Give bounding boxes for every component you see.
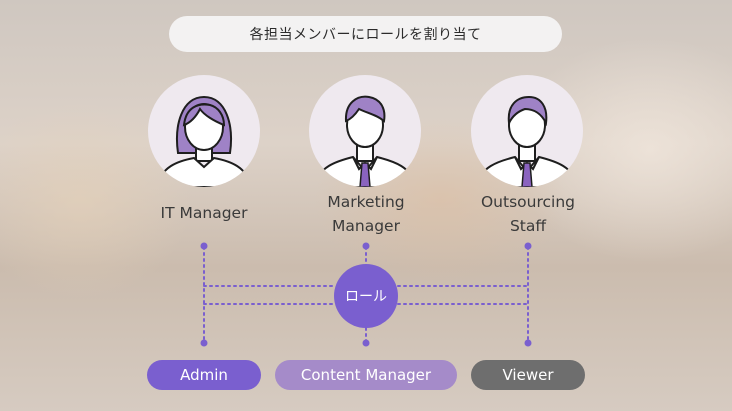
- connector-dot: [362, 242, 370, 250]
- connector-dot: [200, 339, 208, 347]
- title-text: 各担当メンバーにロールを割り当て: [249, 27, 482, 43]
- title-banner: 各担当メンバーにロールを割り当て: [169, 16, 562, 52]
- member-label-line1: Marketing: [327, 193, 405, 211]
- role-content-manager-pill: Content Manager: [275, 360, 457, 390]
- avatar-it-manager: [148, 75, 260, 187]
- role-admin-label: Admin: [180, 366, 228, 384]
- member-label-line2: Manager: [332, 217, 400, 235]
- member-label-marketing-manager: Marketing Manager: [286, 190, 446, 238]
- male-user-with-tie-icon: [471, 75, 583, 187]
- role-viewer-label: Viewer: [502, 366, 554, 384]
- role-admin-pill: Admin: [147, 360, 261, 390]
- male-user-with-tie-icon: [309, 75, 421, 187]
- connector-dot: [524, 339, 532, 347]
- female-user-icon: [148, 75, 260, 187]
- member-label-it-manager: IT Manager: [124, 201, 284, 225]
- connector-dot: [524, 242, 532, 250]
- avatar-outsourcing-staff: [471, 75, 583, 187]
- role-content-manager-label: Content Manager: [300, 366, 432, 384]
- connector-dot: [362, 339, 370, 347]
- member-label-line1: Outsourcing: [480, 193, 575, 211]
- avatar-marketing-manager: [309, 75, 421, 187]
- role-viewer-pill: Viewer: [471, 360, 585, 390]
- member-label-outsourcing-staff: Outsourcing Staff: [448, 190, 608, 238]
- role-hub-label: ロール: [345, 289, 387, 305]
- member-label-line2: Staff: [509, 217, 547, 235]
- connector-dot: [200, 242, 208, 250]
- member-label-line1: IT Manager: [160, 204, 248, 222]
- role-hub: ロール: [334, 264, 398, 328]
